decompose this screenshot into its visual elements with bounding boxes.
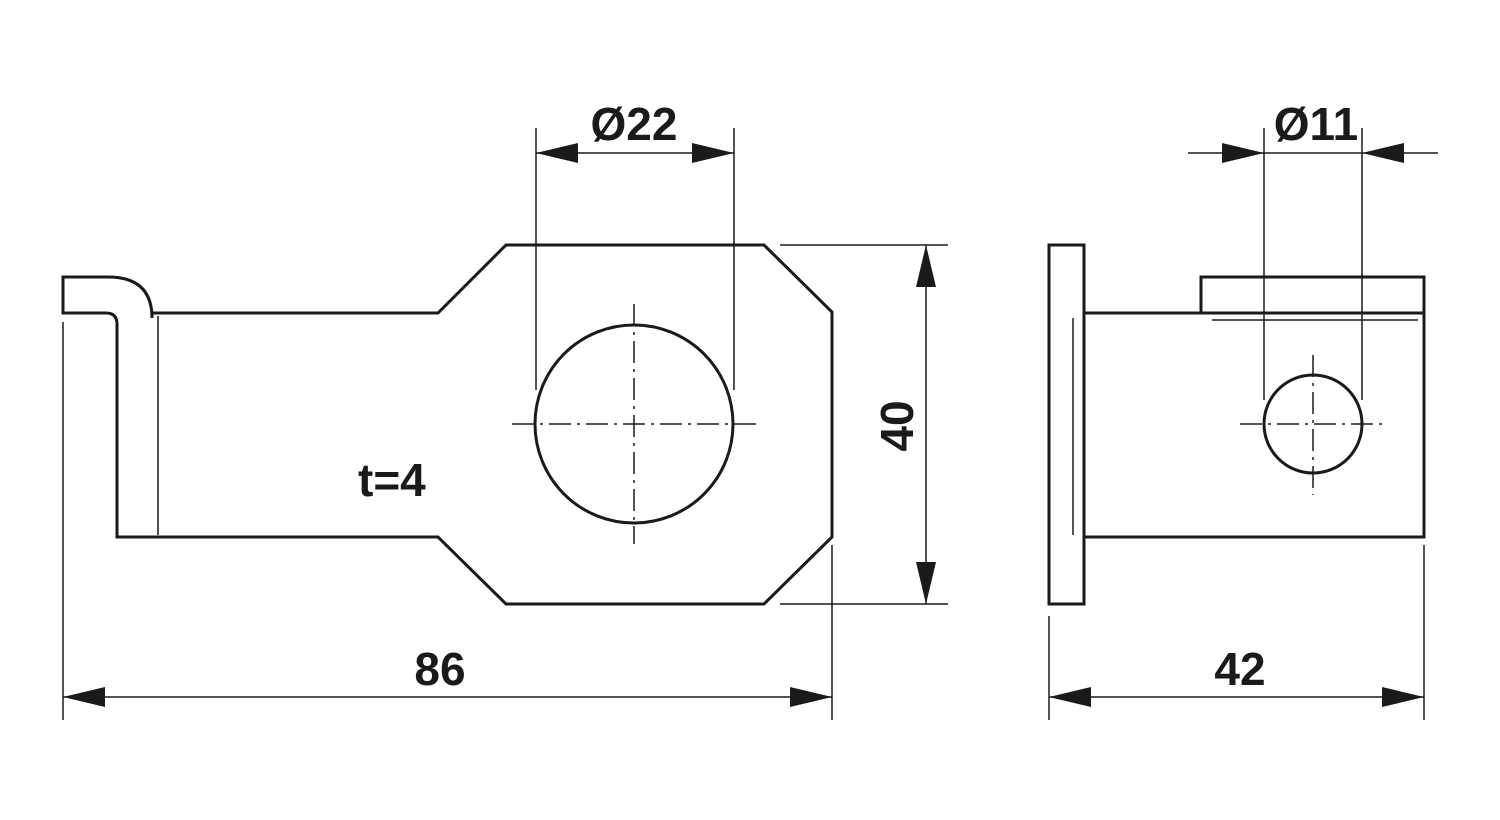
large-hole-dimension: Ø22 [535, 98, 735, 390]
depth-dimension-label: 42 [1214, 643, 1265, 695]
flange [1047, 243, 1086, 606]
front-view: t=4 Ø22 40 86 [61, 98, 948, 720]
length-dimension: 86 [62, 322, 833, 720]
small-hole-dimension: Ø11 [1188, 98, 1438, 400]
depth-dimension: 42 [1048, 545, 1425, 720]
height-dimension-label: 40 [871, 400, 923, 451]
side-view-body [1084, 275, 1426, 539]
thickness-label: t=4 [358, 454, 426, 506]
front-view-outline [61, 243, 834, 606]
large-hole-dimension-label: Ø22 [591, 98, 678, 150]
height-dimension: 40 [780, 244, 948, 605]
small-hole-dimension-label: Ø11 [1274, 98, 1358, 150]
length-dimension-label: 86 [414, 643, 465, 695]
side-view: Ø11 42 [1047, 98, 1438, 720]
